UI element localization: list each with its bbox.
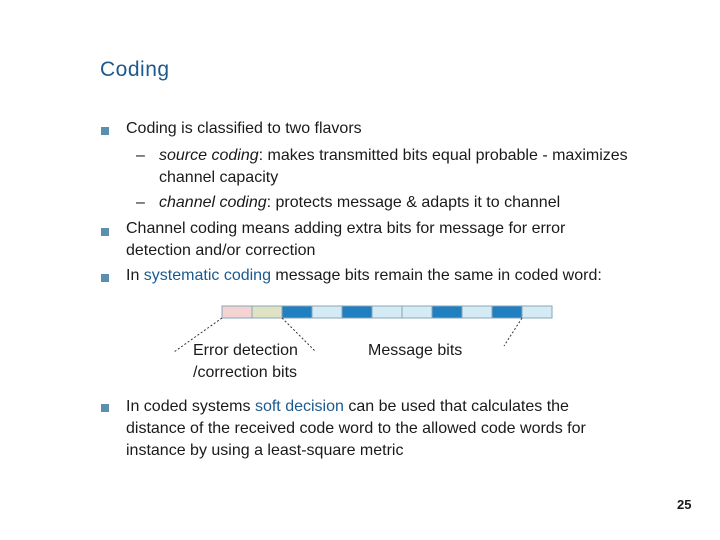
codeword-bit-cell bbox=[431, 305, 463, 319]
term-systematic-coding: systematic coding bbox=[143, 267, 271, 284]
codeword-bit-cell bbox=[491, 305, 523, 319]
page-number: 25 bbox=[677, 497, 692, 512]
codeword-bit-cell bbox=[371, 305, 403, 319]
bullet-4-line2: distance of the received code word to th… bbox=[126, 420, 586, 437]
bullet-4-line1: In coded systems soft decision can be us… bbox=[126, 396, 569, 418]
bullet-4-post: can be used that calculates the bbox=[343, 398, 569, 415]
codeword-bit-cell bbox=[461, 305, 493, 319]
bullet-4-line3: instance by using a least-square metric bbox=[126, 442, 404, 459]
label-message-bits: Message bits bbox=[368, 342, 463, 359]
sub-bullet-1: source coding: makes transmitted bits eq… bbox=[159, 145, 628, 167]
dash-marker: – bbox=[136, 194, 145, 211]
sub-bullet-2: channel coding: protects message & adapt… bbox=[159, 192, 560, 214]
bracket-line-left-outer bbox=[173, 317, 223, 353]
sub-bullet-2-text: : protects message & adapts it to channe… bbox=[266, 194, 561, 211]
codeword-bit-cell bbox=[311, 305, 343, 319]
term-channel-coding: channel coding bbox=[159, 194, 267, 211]
sub-bullet-1-line2: channel capacity bbox=[159, 169, 279, 186]
codeword-bit-cell bbox=[281, 305, 313, 319]
bullet-text: Coding is classified to two flavors bbox=[126, 118, 362, 140]
bullet-4-pre: In coded systems bbox=[126, 398, 255, 415]
codeword-bit-cell bbox=[251, 305, 283, 319]
bullet-3: In systematic coding message bits remain… bbox=[126, 265, 602, 287]
bullet-marker bbox=[101, 228, 109, 236]
codeword-bit-cell bbox=[221, 305, 253, 319]
dash-marker: – bbox=[136, 147, 145, 164]
bullet-3-pre: In bbox=[126, 267, 144, 284]
bracket-line-left-inner bbox=[281, 317, 317, 353]
sub-bullet-1-text: : makes transmitted bits equal probable … bbox=[258, 147, 628, 164]
codeword-bit-cell bbox=[401, 305, 433, 319]
bullet-2-line2: detection and/or correction bbox=[126, 242, 316, 259]
bullet-3-post: message bits remain the same in coded wo… bbox=[270, 267, 602, 284]
bracket-line-right bbox=[503, 317, 523, 347]
label-error-detection: Error detection bbox=[193, 342, 298, 359]
slide-title: Coding bbox=[100, 58, 170, 81]
label-correction-bits: /correction bits bbox=[193, 364, 298, 381]
codeword-cells bbox=[221, 305, 553, 319]
codeword-bit-cell bbox=[341, 305, 373, 319]
term-soft-decision: soft decision bbox=[254, 398, 344, 415]
codeword-bit-cell bbox=[521, 305, 553, 319]
bullet-1-text: Coding is classified to two flavors bbox=[126, 120, 362, 137]
bullet-marker bbox=[101, 127, 109, 135]
term-source-coding: source coding bbox=[159, 147, 259, 164]
bullet-marker bbox=[101, 274, 109, 282]
bullet-2-line1: Channel coding means adding extra bits f… bbox=[126, 220, 566, 237]
bullet-marker bbox=[101, 404, 109, 412]
